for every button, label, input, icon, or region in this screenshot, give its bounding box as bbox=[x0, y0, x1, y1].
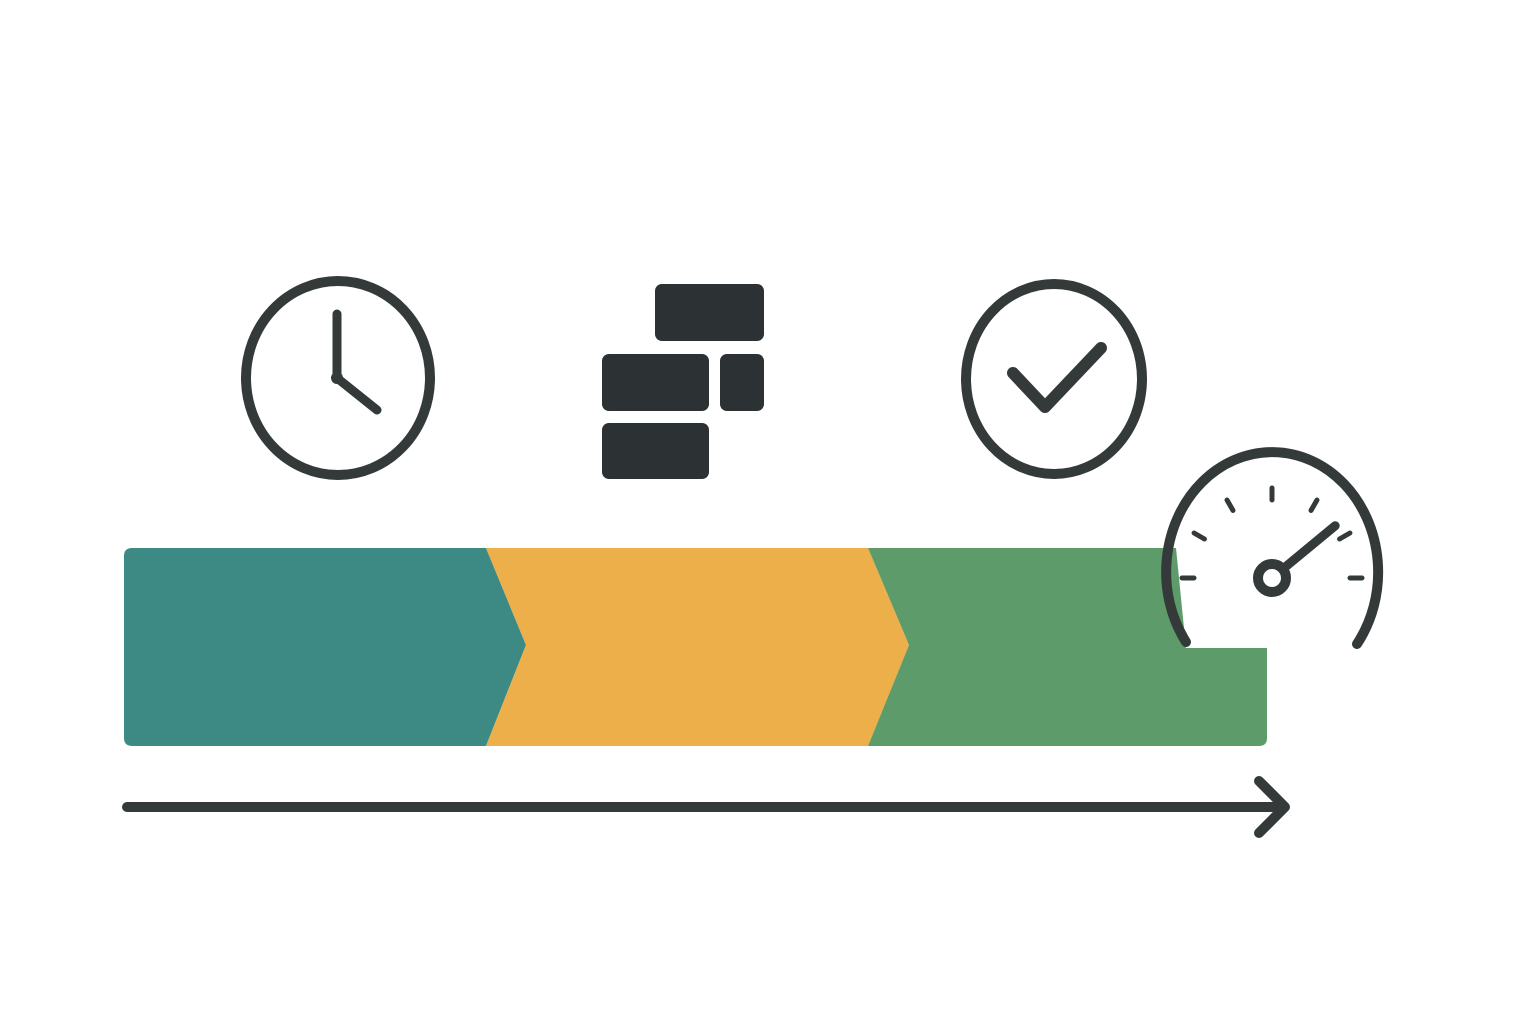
gauge-tick bbox=[1337, 530, 1353, 542]
block-bottom bbox=[602, 423, 709, 479]
blocks-icon bbox=[602, 284, 764, 479]
stage-1-segment bbox=[124, 548, 526, 746]
gauge-hub bbox=[1253, 559, 1291, 597]
check-mark bbox=[1007, 342, 1107, 413]
gauge-tick bbox=[1224, 497, 1236, 513]
clock-center bbox=[331, 372, 343, 384]
arrow-right-icon bbox=[122, 776, 1290, 838]
clock-face bbox=[241, 276, 435, 480]
clock-minute-hand bbox=[332, 373, 382, 415]
gauge-tick bbox=[1191, 530, 1207, 542]
gauge-needle bbox=[1278, 521, 1340, 574]
stage-3-segment bbox=[868, 548, 1267, 746]
timeline-arrowhead bbox=[1254, 776, 1290, 838]
gauge-arc bbox=[1161, 447, 1384, 649]
stage-2-segment bbox=[486, 548, 909, 746]
block-middle-right bbox=[720, 354, 764, 411]
process-bar bbox=[124, 548, 1267, 746]
block-top bbox=[655, 284, 764, 341]
check-circle bbox=[961, 279, 1147, 479]
clock-icon bbox=[241, 276, 435, 480]
block-middle-left bbox=[602, 354, 709, 411]
gauge-tick bbox=[1308, 497, 1320, 513]
gauge-ticks bbox=[1179, 485, 1365, 581]
speedometer-icon bbox=[1161, 447, 1384, 649]
checkmark-circle-icon bbox=[961, 279, 1147, 479]
